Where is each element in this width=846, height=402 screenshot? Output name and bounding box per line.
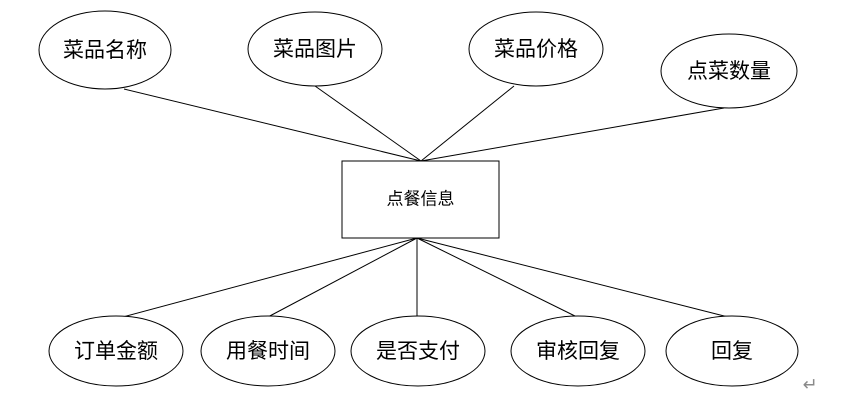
entity-label: 点餐信息 xyxy=(387,190,455,210)
entity-box xyxy=(341,160,500,239)
attribute-label: 菜品价格 xyxy=(494,37,578,61)
attribute-ellipse xyxy=(665,315,799,387)
connector-order-quantity xyxy=(420,107,725,162)
connector-dining-time xyxy=(265,237,418,319)
attribute-dish-name: 菜品名称 xyxy=(38,10,172,90)
attribute-label: 审核回复 xyxy=(536,339,620,363)
attribute-ellipse xyxy=(247,11,383,87)
connector-dish-image xyxy=(314,85,422,162)
connector-dish-price xyxy=(420,85,515,162)
attribute-dish-image: 菜品图片 xyxy=(247,11,383,87)
attribute-label: 点菜数量 xyxy=(687,59,771,83)
connector-group xyxy=(118,85,733,319)
attribute-is-paid: 是否支付 xyxy=(350,315,486,387)
connector-reply xyxy=(416,237,733,319)
attribute-reply: 回复 xyxy=(665,315,799,387)
attribute-label: 订单金额 xyxy=(74,339,158,363)
attribute-dining-time: 用餐时间 xyxy=(200,315,336,387)
attribute-ellipse xyxy=(468,11,604,87)
attribute-label: 菜品名称 xyxy=(63,38,147,62)
attribute-ellipse xyxy=(660,33,798,109)
attribute-order-quantity: 点菜数量 xyxy=(660,33,798,109)
attribute-label: 回复 xyxy=(711,339,753,363)
attribute-label: 用餐时间 xyxy=(226,339,310,363)
connector-order-amount xyxy=(118,237,418,319)
paragraph-mark: ↵ xyxy=(802,375,817,396)
connector-dish-name xyxy=(123,88,422,162)
attribute-ellipse xyxy=(48,315,184,387)
attribute-label: 菜品图片 xyxy=(273,37,357,61)
connector-review-reply xyxy=(416,237,580,319)
attribute-ellipse xyxy=(38,10,172,90)
attribute-review-reply: 审核回复 xyxy=(510,315,646,387)
entity-node: 点餐信息 xyxy=(341,160,500,239)
attribute-ellipse xyxy=(510,315,646,387)
attribute-dish-price: 菜品价格 xyxy=(468,11,604,87)
attribute-label: 是否支付 xyxy=(376,339,460,363)
attribute-ellipse xyxy=(350,315,486,387)
attribute-ellipse xyxy=(200,315,336,387)
attribute-order-amount: 订单金额 xyxy=(48,315,184,387)
